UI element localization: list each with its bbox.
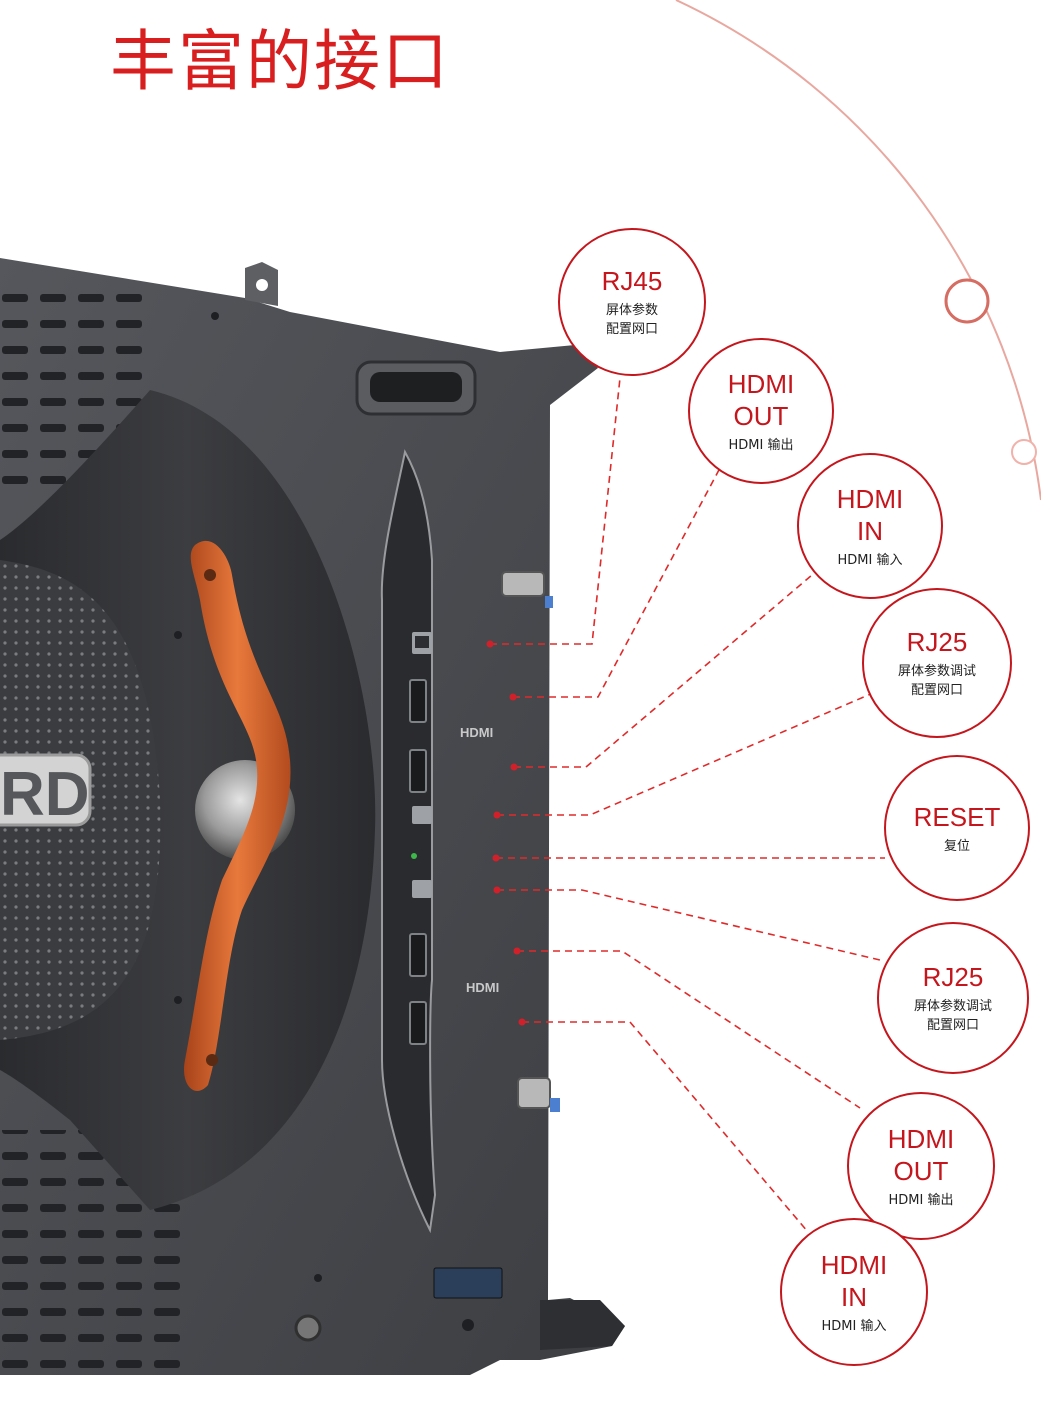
port-rj25-1 <box>412 806 432 824</box>
callout-hdmi-out-2: HDMI OUT HDMI 输出 <box>847 1092 995 1240</box>
decor-ring-small <box>1011 439 1037 465</box>
callout-hdmi-in-1: HDMI IN HDMI 输入 <box>797 453 943 599</box>
callout-hdmi-in-2: HDMI IN HDMI 输入 <box>780 1218 928 1366</box>
callout-reset: RESET 复位 <box>884 755 1030 901</box>
port-hdmi-in-2 <box>409 1001 427 1045</box>
port-hdmi-out-1 <box>409 679 427 723</box>
hdmi-mark-2: HDMI <box>466 980 499 995</box>
label-plate <box>433 1267 503 1299</box>
hdmi-mark-1: HDMI <box>460 725 493 740</box>
callout-label: RJ25 <box>922 962 984 992</box>
callout-desc: 屏体参数调试 配置网口 <box>897 664 976 698</box>
io-strip <box>380 449 437 1234</box>
callout-label: HDMI IN <box>820 1249 888 1312</box>
callout-desc: HDMI 输入 <box>837 552 903 568</box>
orange-handle <box>184 540 291 1091</box>
callout-desc: HDMI 输入 <box>821 1318 887 1334</box>
port-hdmi-in-1 <box>409 749 427 793</box>
callout-desc: 复位 <box>943 838 970 854</box>
decor-ring-large <box>944 278 990 324</box>
connector-lines <box>490 377 885 1233</box>
port-markers <box>486 640 526 1026</box>
callout-label: RJ45 <box>601 266 663 296</box>
callout-desc: 屏体参数 配置网口 <box>605 303 658 337</box>
callout-label: RJ25 <box>906 627 968 657</box>
page-title: 丰富的接口 <box>110 23 450 100</box>
callout-hdmi-out-1: HDMI OUT HDMI 输出 <box>688 338 834 484</box>
callout-desc: HDMI 输出 <box>728 437 794 453</box>
callout-rj25-2: RJ25 屏体参数调试 配置网口 <box>877 922 1029 1074</box>
callout-rj25-1: RJ25 屏体参数调试 配置网口 <box>862 588 1012 738</box>
callout-label: RESET <box>913 801 1001 832</box>
callout-label: HDMI OUT <box>727 368 795 431</box>
callout-label: HDMI OUT <box>887 1123 955 1186</box>
reset-led <box>411 853 417 859</box>
callout-label: HDMI IN <box>836 483 904 546</box>
decor-arc <box>675 0 1041 501</box>
port-hdmi-out-2 <box>409 933 427 977</box>
logo-text: RD <box>0 760 90 829</box>
callout-rj45: RJ45 屏体参数 配置网口 <box>558 228 706 376</box>
port-rj25-2 <box>412 880 432 898</box>
callout-desc: 屏体参数调试 配置网口 <box>913 999 992 1033</box>
callout-desc: HDMI 输出 <box>888 1192 954 1208</box>
